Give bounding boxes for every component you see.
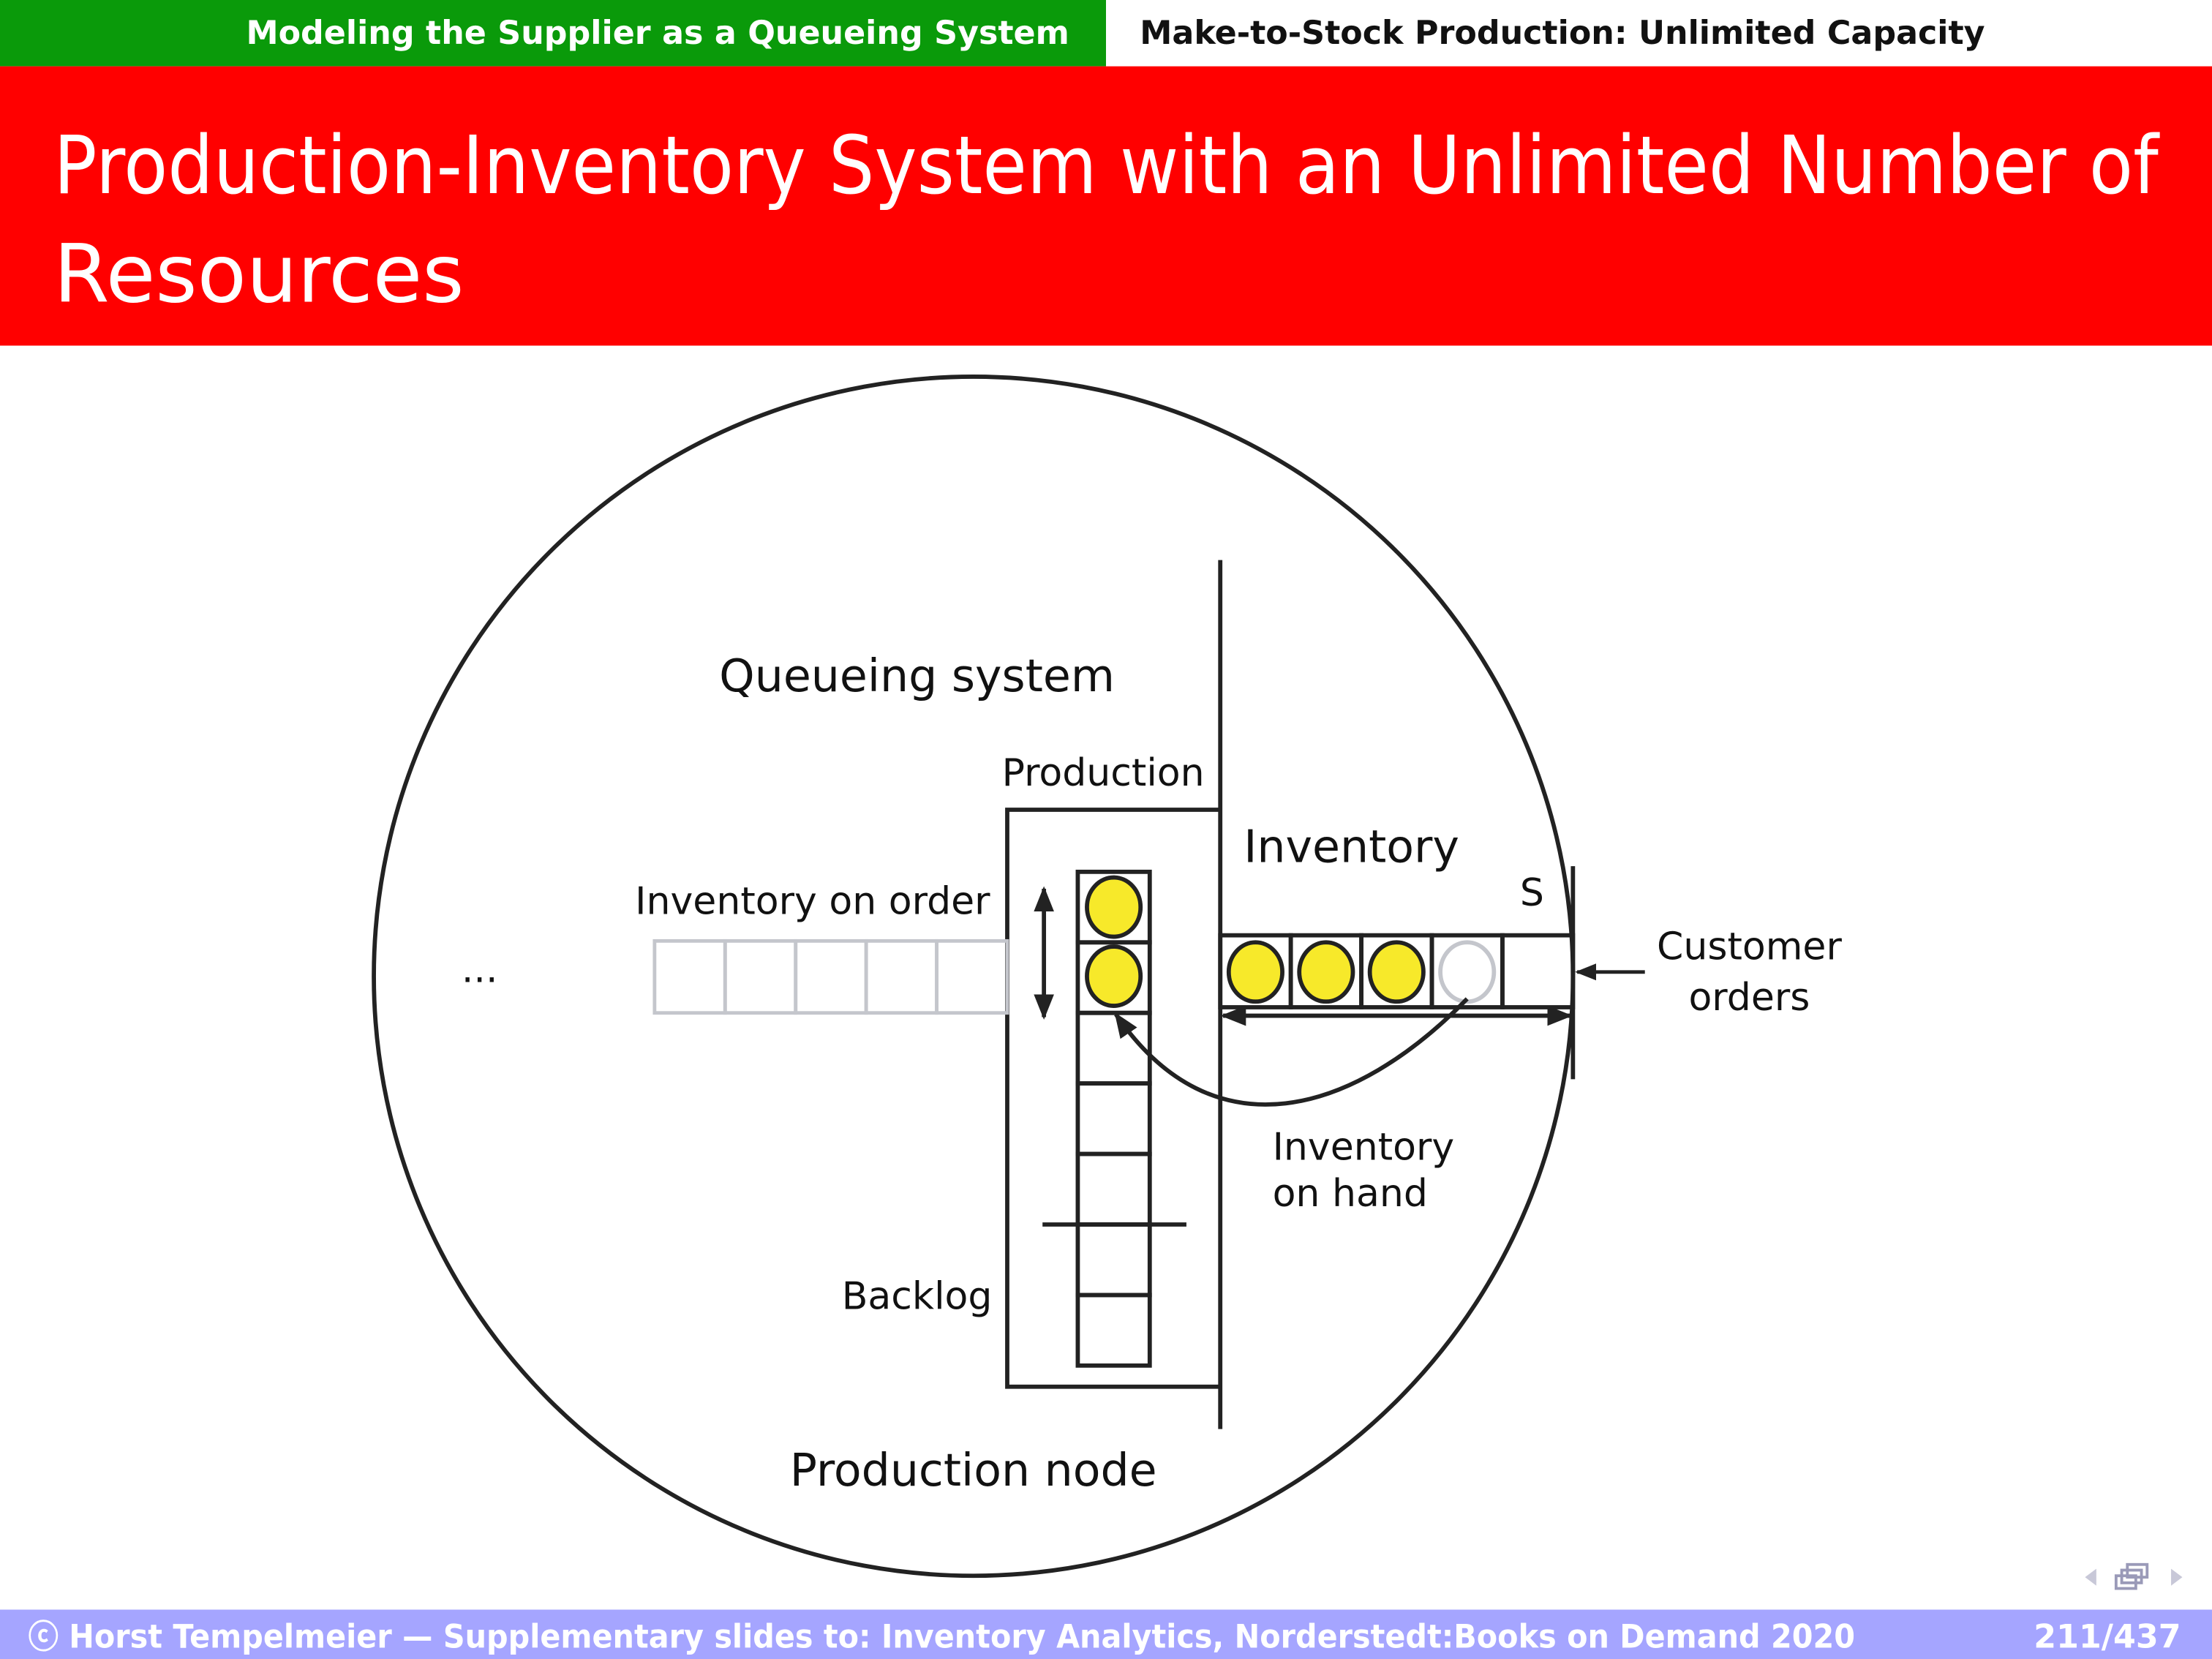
backlog-label: Backlog	[842, 1275, 993, 1319]
s-label: S	[1520, 871, 1544, 915]
slide-title-line1: Production-Inventory System with an Unli…	[53, 118, 2159, 212]
title-band	[0, 66, 2212, 346]
nav-next-icon[interactable]	[2171, 1568, 2183, 1586]
inventory-on-order-queue	[652, 938, 1009, 1015]
inventory-label: Inventory	[1244, 820, 1459, 873]
subsection-bar	[1106, 0, 2212, 67]
inventory-item	[1297, 940, 1355, 1004]
customer-orders-label: orders	[1688, 976, 1810, 1020]
queueing-system-label: Queueing system	[719, 650, 1115, 702]
footer-bar	[0, 1609, 2212, 1659]
nav-prev-icon[interactable]	[2085, 1568, 2096, 1586]
production-label: Production	[1002, 751, 1205, 795]
nav-frames-icon[interactable]	[2114, 1562, 2149, 1590]
item-in-production	[1085, 944, 1143, 1008]
page-number: 211/437	[2034, 1619, 2181, 1656]
production-box	[1005, 808, 1221, 1389]
inventory-on-hand-label: on hand	[1273, 1172, 1428, 1216]
footer-credit: ⓒ Horst Tempelmeier — Supplementary slid…	[29, 1619, 1856, 1656]
production-node-diagram: Queueing system Production Inventory Inv…	[372, 375, 1842, 1579]
production-node-label: Production node	[790, 1444, 1157, 1497]
empty-inventory-slot	[1438, 940, 1497, 1004]
inventory-item	[1226, 940, 1284, 1004]
item-in-production	[1085, 875, 1143, 939]
inventory-item	[1367, 940, 1426, 1004]
customer-orders-label: Customer	[1657, 925, 1842, 968]
subsection-link[interactable]: Make-to-Stock Production: Unlimited Capa…	[1140, 15, 1985, 52]
section-bar	[0, 0, 1106, 67]
reorder-curve-arrow	[1114, 997, 1469, 1107]
slide-title-line2: Resources	[53, 227, 464, 321]
inventory-on-order-label: Inventory on order	[635, 880, 990, 924]
inventory-on-hand-label: Inventory	[1273, 1125, 1455, 1169]
inventory-queue	[1218, 933, 1576, 1009]
section-link[interactable]: Modeling the Supplier as a Queueing Syst…	[246, 15, 1069, 52]
ellipsis-label: ...	[462, 947, 498, 991]
production-column	[1042, 869, 1186, 1368]
